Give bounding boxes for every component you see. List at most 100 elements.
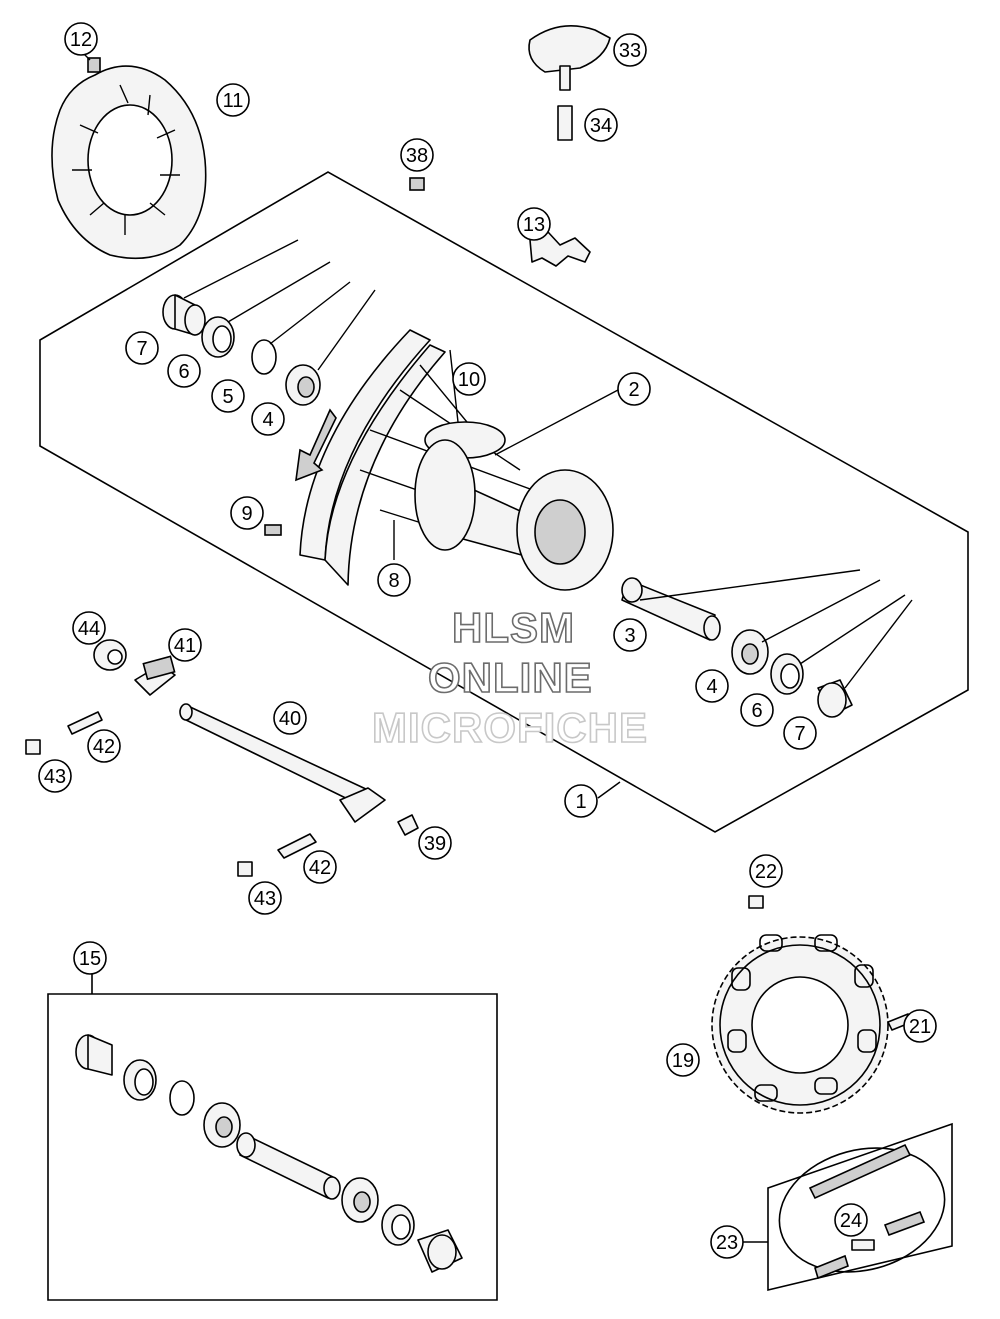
- callout-23: 23: [710, 1225, 744, 1259]
- callout-1: 1: [564, 784, 598, 818]
- callout-8: 8: [377, 563, 411, 597]
- rear-sprocket-icon: [711, 934, 889, 1114]
- svg-text:39: 39: [424, 833, 446, 855]
- brake-disc-icon: [51, 65, 207, 260]
- spacer-right-icon: [817, 679, 853, 718]
- kit-seal-right-icon: [381, 1204, 415, 1246]
- kit-circlip-icon: [169, 1080, 195, 1116]
- wheel-assembly-outline: [39, 171, 969, 833]
- callout-43-left: 43: [38, 759, 72, 793]
- svg-text:43: 43: [254, 888, 276, 910]
- callout-40: 40: [273, 701, 307, 735]
- seal-left-icon: [201, 316, 235, 358]
- adjuster-nut-right-icon: [237, 861, 253, 877]
- callout-7-left: 7: [125, 331, 159, 365]
- guide-bolt-icon: [557, 105, 573, 141]
- chain-guide-icon: [528, 24, 611, 91]
- callout-42-right: 42: [303, 850, 337, 884]
- kit-bearing-right-icon: [341, 1177, 379, 1223]
- svg-text:42: 42: [309, 857, 331, 879]
- spacer-left-icon: [162, 294, 206, 336]
- callout-6-right: 6: [740, 693, 774, 727]
- svg-text:7: 7: [136, 338, 147, 360]
- bearing-kit-box: [47, 974, 498, 1301]
- kit-sleeve-icon: [236, 1132, 341, 1200]
- axle-plug-icon: [397, 814, 419, 836]
- svg-text:11: 11: [223, 90, 244, 112]
- spacer-sleeve-icon: [621, 577, 721, 641]
- svg-text:15: 15: [79, 948, 101, 970]
- adjuster-bolt-left-icon: [67, 711, 103, 735]
- callout-44: 44: [72, 611, 106, 645]
- sprocket-nut-icon: [748, 895, 764, 909]
- adjuster-bolt-right-icon: [277, 833, 317, 859]
- svg-text:22: 22: [755, 861, 777, 883]
- chain-adjuster-left-icon: [134, 655, 176, 696]
- callout-13: 13: [517, 207, 551, 241]
- chain-kit-box: [767, 1122, 953, 1292]
- axle-nut-icon: [93, 639, 127, 671]
- callout-24: 24: [834, 1203, 868, 1237]
- kit-bearing-left-icon: [203, 1102, 241, 1148]
- watermark-line1: HLSM: [452, 604, 575, 651]
- svg-text:5: 5: [222, 386, 233, 408]
- rotation-arrow-icon: [295, 408, 337, 482]
- callout-12: 12: [64, 22, 98, 56]
- watermark-line2: ONLINE: [428, 654, 593, 701]
- kit-spacer-right-icon: [417, 1229, 463, 1273]
- callout-7-right: 7: [783, 716, 817, 750]
- svg-text:34: 34: [590, 115, 612, 137]
- chain-link-icon: [851, 1239, 875, 1251]
- svg-text:33: 33: [619, 40, 641, 62]
- callout-41: 41: [168, 628, 202, 662]
- callout-39: 39: [418, 826, 452, 860]
- bearing-left-icon: [285, 364, 321, 406]
- svg-text:40: 40: [279, 708, 301, 730]
- svg-text:3: 3: [624, 625, 635, 647]
- svg-text:8: 8: [388, 570, 399, 592]
- svg-text:43: 43: [44, 766, 66, 788]
- svg-text:6: 6: [751, 700, 762, 722]
- svg-text:13: 13: [523, 214, 545, 236]
- svg-text:12: 12: [70, 29, 92, 51]
- callout-4-right: 4: [695, 669, 729, 703]
- callout-4-left: 4: [251, 402, 285, 436]
- circlip-icon: [251, 339, 277, 375]
- svg-text:1: 1: [575, 791, 586, 813]
- callout-10: 10: [452, 362, 486, 396]
- callout-19: 19: [666, 1043, 700, 1077]
- callout-15: 15: [73, 941, 107, 975]
- kit-seal-left-icon: [123, 1059, 157, 1101]
- callout-34: 34: [584, 108, 618, 142]
- svg-text:42: 42: [93, 736, 115, 758]
- svg-text:21: 21: [909, 1016, 931, 1038]
- nipple-icon: [264, 524, 282, 536]
- chain-icon: [778, 1143, 946, 1280]
- svg-text:9: 9: [241, 503, 252, 525]
- rim-tape-icon: [529, 231, 591, 267]
- callout-11: 11: [216, 83, 250, 117]
- callout-33: 33: [613, 33, 647, 67]
- callout-22: 22: [749, 854, 783, 888]
- callout-42-left: 42: [87, 729, 121, 763]
- callout-2: 2: [617, 372, 651, 406]
- watermark-line3: MICROFICHE: [372, 704, 648, 751]
- chain-adjuster-right-icon: [339, 787, 386, 823]
- svg-text:24: 24: [840, 1210, 862, 1232]
- callout-38: 38: [400, 138, 434, 172]
- svg-text:6: 6: [178, 361, 189, 383]
- svg-text:10: 10: [458, 369, 480, 391]
- kit-spacer-left-icon: [75, 1034, 113, 1076]
- svg-text:19: 19: [672, 1050, 694, 1072]
- callout-3: 3: [613, 618, 647, 652]
- rim-icon: [299, 329, 446, 586]
- callout-21: 21: [903, 1009, 937, 1043]
- bearing-right-icon: [731, 629, 769, 675]
- disc-bolt-icon: [87, 57, 101, 73]
- svg-text:4: 4: [262, 409, 273, 431]
- seal-right-icon: [770, 653, 804, 695]
- svg-text:4: 4: [706, 676, 717, 698]
- svg-text:44: 44: [78, 618, 100, 640]
- callout-9: 9: [230, 496, 264, 530]
